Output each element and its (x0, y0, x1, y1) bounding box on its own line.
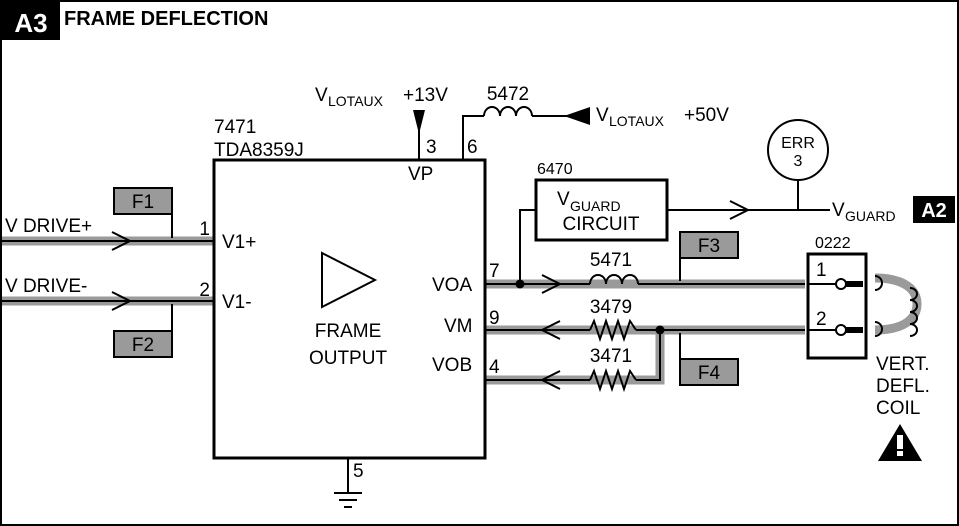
svg-text:CIRCUIT: CIRCUIT (562, 214, 639, 235)
svg-text:GUARD: GUARD (845, 208, 896, 224)
flag-f3: F3 (679, 231, 739, 281)
supply-label-13v: V LOTAUX +13V (315, 85, 448, 109)
sheet-reference-badge-a2: A2 (913, 196, 955, 223)
pin-name-vob: VOB (432, 355, 472, 376)
svg-text:F1: F1 (132, 192, 154, 213)
pin-num-2: 2 (199, 280, 210, 301)
svg-text:1: 1 (816, 260, 827, 281)
flag-f1: F1 (113, 187, 173, 238)
svg-text:F2: F2 (132, 335, 154, 356)
coil-label-3: COIL (876, 398, 920, 419)
svg-text:2: 2 (816, 309, 827, 330)
vguard-circuit-block: 6470 V GUARD CIRCUIT (534, 161, 669, 242)
pin-name-vm: VM (444, 316, 473, 337)
svg-text:3471: 3471 (590, 346, 632, 367)
signal-arrows (111, 200, 751, 390)
svg-text:+50V: +50V (684, 105, 729, 126)
junction-dot-voa (515, 279, 525, 289)
inductor-5471: 5471 (589, 250, 639, 285)
warning-icon (878, 424, 922, 461)
svg-text:V: V (832, 200, 845, 221)
svg-text:5472: 5472 (487, 84, 529, 105)
pin-num-7: 7 (489, 261, 500, 282)
svg-text:F4: F4 (698, 363, 721, 384)
pin-num-5: 5 (353, 461, 364, 482)
pin-name-vp: VP (408, 164, 433, 185)
resistor-3471: 3471 (589, 346, 637, 393)
svg-text:V: V (315, 85, 328, 106)
svg-text:+13V: +13V (403, 85, 448, 106)
page-title: FRAME DEFLECTION (64, 8, 268, 30)
section-badge: A3 (2, 2, 60, 40)
svg-text:LOTAUX: LOTAUX (328, 93, 384, 109)
vguard-output-label: V GUARD (832, 200, 896, 224)
svg-text:A3: A3 (14, 8, 47, 38)
svg-text:3479: 3479 (590, 297, 632, 318)
svg-text:5471: 5471 (590, 250, 632, 271)
connector-0222: 0222 1 2 (806, 235, 868, 360)
junction-dot-vm (655, 325, 665, 335)
svg-text:V: V (596, 105, 609, 126)
svg-text:A2: A2 (921, 200, 947, 222)
pin-num-4: 4 (489, 357, 500, 378)
input-label-v-drive-plus: V DRIVE+ (5, 216, 92, 237)
pin-name-v1plus: V1+ (222, 232, 256, 253)
ic-part: TDA8359J (214, 140, 304, 161)
input-label-v-drive-minus: V DRIVE- (5, 276, 87, 297)
ic-function-1: FRAME (315, 321, 382, 342)
svg-text:F3: F3 (698, 236, 720, 257)
pin-num-9: 9 (489, 308, 500, 329)
pin-num-3: 3 (426, 137, 437, 158)
coil-label-2: DEFL. (876, 376, 930, 397)
pin-num-6: 6 (467, 137, 478, 158)
svg-text:V: V (557, 189, 570, 210)
supply-arrow-50v (564, 107, 590, 125)
svg-text:LOTAUX: LOTAUX (609, 113, 665, 129)
resistor-3479: 3479 (589, 297, 637, 343)
supply-label-50v: V LOTAUX +50V (596, 105, 729, 129)
ic-block (212, 158, 487, 460)
pin-name-v1minus: V1- (222, 292, 252, 313)
supply-arrow-13v (413, 110, 425, 134)
vertical-deflection-coil (874, 275, 918, 337)
svg-text:0222: 0222 (815, 235, 851, 252)
flag-f2: F2 (113, 304, 173, 358)
err-indicator: ERR 3 (767, 119, 829, 181)
coil-label-1: VERT. (876, 354, 930, 375)
svg-text:6470: 6470 (537, 161, 573, 178)
ic-function-2: OUTPUT (309, 348, 388, 369)
ic-ref: 7471 (214, 117, 256, 138)
ground-icon (334, 492, 362, 508)
pin-num-1: 1 (199, 219, 210, 240)
amplifier-icon (321, 251, 378, 309)
flag-f4: F4 (679, 333, 739, 386)
inductor-5472: 5472 (483, 84, 533, 117)
svg-text:ERR: ERR (781, 135, 815, 152)
pin-name-voa: VOA (432, 275, 472, 296)
svg-text:GUARD: GUARD (570, 198, 621, 214)
svg-text:3: 3 (794, 153, 803, 170)
